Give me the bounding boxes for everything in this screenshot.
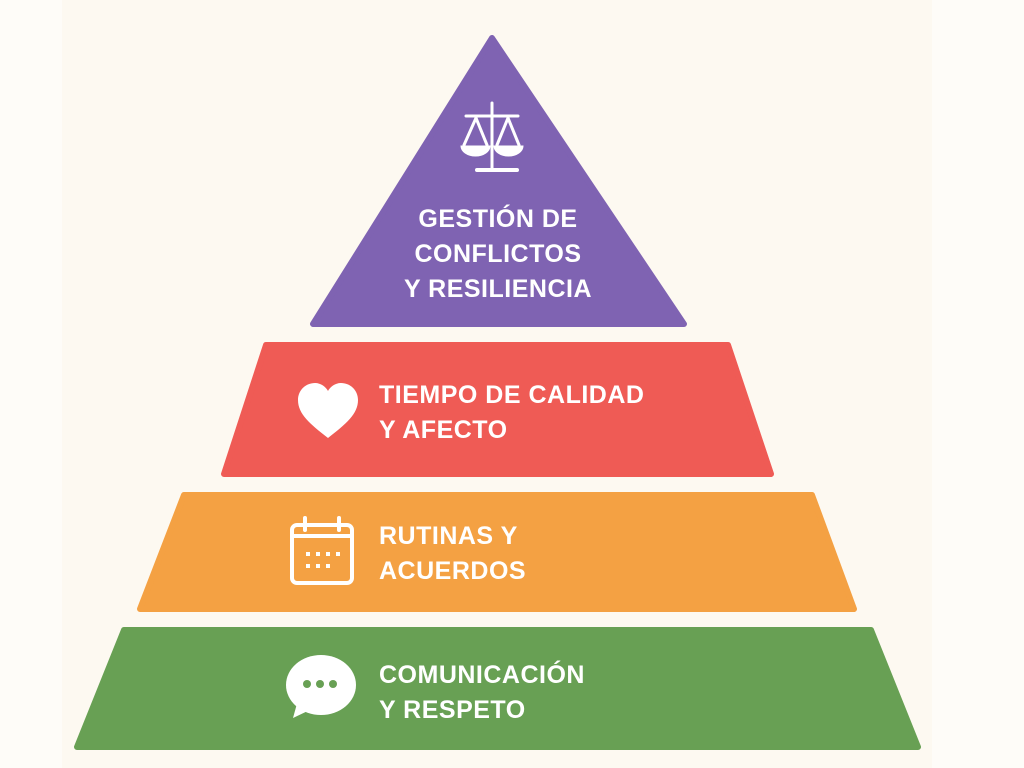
level-base-label: COMUNICACIÓN Y RESPETO bbox=[379, 658, 585, 728]
heart-icon bbox=[298, 383, 358, 438]
label-line: COMUNICACIÓN bbox=[379, 661, 585, 689]
label-line: Y RESILIENCIA bbox=[403, 275, 593, 303]
label-line: ACUERDOS bbox=[379, 557, 527, 585]
level-2-label: TIEMPO DE CALIDAD Y AFECTO bbox=[379, 378, 644, 448]
speech-bubble-icon bbox=[286, 655, 356, 718]
label-line: GESTIÓN DE bbox=[418, 205, 578, 233]
level-base-shape bbox=[74, 627, 921, 750]
label-line: RUTINAS Y bbox=[379, 522, 518, 550]
scales-icon bbox=[460, 101, 524, 172]
label-line: CONFLICTOS bbox=[414, 240, 582, 268]
level-top-label: GESTIÓN DE CONFLICTOS Y RESILIENCIA bbox=[380, 202, 616, 307]
level-2-shape bbox=[221, 342, 774, 477]
level-top-shape bbox=[310, 35, 687, 327]
label-line: Y AFECTO bbox=[379, 416, 508, 444]
level-3-label: RUTINAS Y ACUERDOS bbox=[379, 519, 526, 589]
label-line: TIEMPO DE CALIDAD bbox=[379, 381, 645, 409]
label-line: Y RESPETO bbox=[379, 696, 526, 724]
calendar-icon bbox=[290, 516, 354, 585]
